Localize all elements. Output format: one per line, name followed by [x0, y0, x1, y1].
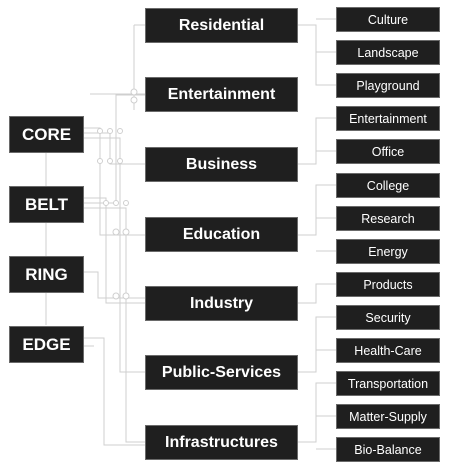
function-label: Infrastructures — [165, 433, 278, 451]
zone-ring: RING — [9, 256, 84, 293]
subfunction-label: Health-Care — [354, 343, 422, 358]
subfunction-research: Research — [336, 206, 440, 231]
function-residential: Residential — [145, 8, 298, 43]
subfunction-label: Security — [365, 310, 411, 325]
subfunction-label: Landscape — [357, 45, 419, 60]
zone-label: BELT — [24, 194, 69, 214]
function-education: Education — [145, 217, 298, 252]
subfunction-bio-balance: Bio-Balance — [336, 437, 440, 462]
zone-label: RING — [25, 264, 68, 284]
subfunction-label: Playground — [356, 78, 420, 93]
subfunction-label: College — [366, 178, 410, 193]
function-infrastructures: Infrastructures — [145, 425, 298, 460]
zone-belt: BELT — [9, 186, 84, 223]
subfunction-label: Culture — [367, 12, 409, 27]
function-label: Industry — [189, 294, 254, 312]
subfunction-energy: Energy — [336, 239, 440, 264]
subfunction-college: College — [336, 173, 440, 198]
subfunction-transportation: Transportation — [336, 371, 440, 396]
function-label: Education — [182, 225, 261, 243]
subfunction-label: Energy — [368, 244, 408, 259]
function-industry: Industry — [145, 286, 298, 321]
zone-label: EDGE — [22, 334, 71, 354]
subfunction-matter-supply: Matter-Supply — [336, 404, 440, 429]
function-business: Business — [145, 147, 298, 182]
zone-label: CORE — [21, 124, 72, 144]
zone-edge: EDGE — [9, 326, 84, 363]
function-label: Business — [185, 155, 258, 173]
function-public-services: Public-Services — [145, 355, 298, 390]
subfunction-office: Office — [336, 139, 440, 164]
subfunction-label: Bio-Balance — [354, 442, 422, 457]
subfunction-label: Matter-Supply — [349, 409, 427, 424]
subfunction-landscape: Landscape — [336, 40, 440, 65]
subfunction-entertainment: Entertainment — [336, 106, 440, 131]
zone-core: CORE — [9, 116, 84, 153]
function-entertainment: Entertainment — [145, 77, 298, 112]
subfunction-label: Office — [371, 144, 405, 159]
subfunction-label: Products — [363, 277, 413, 292]
subfunction-culture: Culture — [336, 7, 440, 32]
function-label: Residential — [178, 16, 265, 34]
subfunction-health-care: Health-Care — [336, 338, 440, 363]
subfunction-products: Products — [336, 272, 440, 297]
subfunction-playground: Playground — [336, 73, 440, 98]
subfunction-label: Research — [361, 211, 415, 226]
function-label: Public-Services — [161, 363, 282, 381]
subfunction-security: Security — [336, 305, 440, 330]
function-label: Entertainment — [167, 85, 276, 103]
subfunction-label: Entertainment — [349, 111, 427, 126]
subfunction-label: Transportation — [347, 376, 429, 391]
